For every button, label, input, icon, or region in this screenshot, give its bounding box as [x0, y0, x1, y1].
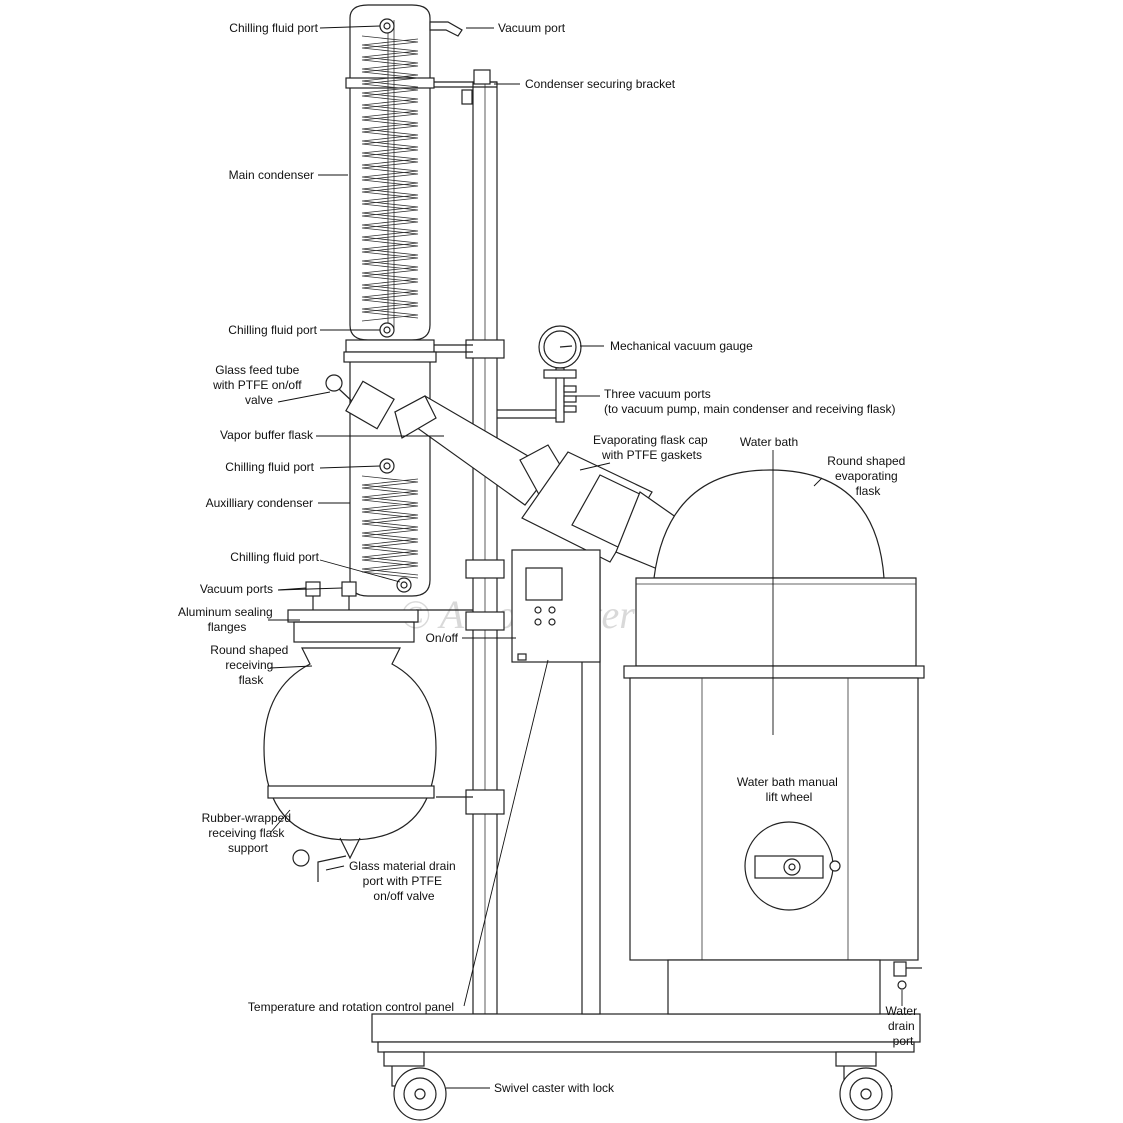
label-round-shaped-evaporating-flask: Round shaped evaporating flask [827, 454, 908, 498]
label-three-vacuum-ports: Three vacuum ports (to vacuum pump, main… [604, 387, 895, 416]
main-condenser [345, 4, 463, 353]
swivel-caster-left [383, 1051, 447, 1121]
label-swivel-caster-with-lock: Swivel caster with lock [494, 1081, 615, 1095]
vacuum-gauge [538, 325, 582, 423]
label-vacuum-ports: Vacuum ports [200, 582, 273, 596]
label-glass-feed-tube: Glass feed tube with PTFE on/off valve [212, 363, 305, 407]
lift-wheel [744, 821, 841, 911]
label-round-shaped-receiving-flask: Round shaped receiving flask [210, 643, 291, 687]
label-water-drain-port: Water drain port [886, 1004, 921, 1048]
label-temperature-rotation-control-panel: Temperature and rotation control panel [248, 1000, 454, 1014]
label-on-off: On/off [426, 631, 459, 645]
label-mechanical-vacuum-gauge: Mechanical vacuum gauge [610, 339, 753, 353]
label-water-bath-manual-lift-wheel: Water bath manual lift wheel [737, 775, 841, 804]
swivel-caster-right [835, 1051, 893, 1121]
evaporating-flask [653, 469, 885, 579]
cart-frame [371, 69, 921, 1053]
label-chilling-fluid-port-aux-top: Chilling fluid port [225, 460, 314, 474]
control-panel [511, 549, 601, 663]
label-chilling-fluid-port-aux-bottom: Chilling fluid port [230, 550, 319, 564]
label-auxiliary-condenser: Auxilliary condenser [206, 496, 313, 510]
label-water-bath: Water bath [740, 435, 798, 449]
label-main-condenser: Main condenser [229, 168, 314, 182]
labels: Chilling fluid port Vacuum port Condense… [178, 21, 921, 1095]
label-vacuum-port: Vacuum port [498, 21, 566, 35]
water-bath [623, 577, 925, 1015]
label-condenser-securing-bracket: Condenser securing bracket [525, 77, 676, 91]
label-chilling-fluid-port-top: Chilling fluid port [229, 21, 318, 35]
label-aluminum-sealing-flanges: Aluminum sealing flanges [178, 605, 276, 634]
label-chilling-fluid-port-main-bottom: Chilling fluid port [228, 323, 317, 337]
receiving-flask [263, 581, 437, 882]
label-rubber-wrapped-support: Rubber-wrapped receiving flask support [202, 811, 295, 855]
auxiliary-condenser [343, 351, 437, 597]
label-vapor-buffer-flask: Vapor buffer flask [220, 428, 314, 442]
label-evaporating-flask-cap: Evaporating flask cap with PTFE gaskets [593, 433, 711, 462]
label-glass-material-drain-port: Glass material drain port with PTFE on/o… [349, 859, 459, 903]
leader-lines [268, 25, 903, 1089]
